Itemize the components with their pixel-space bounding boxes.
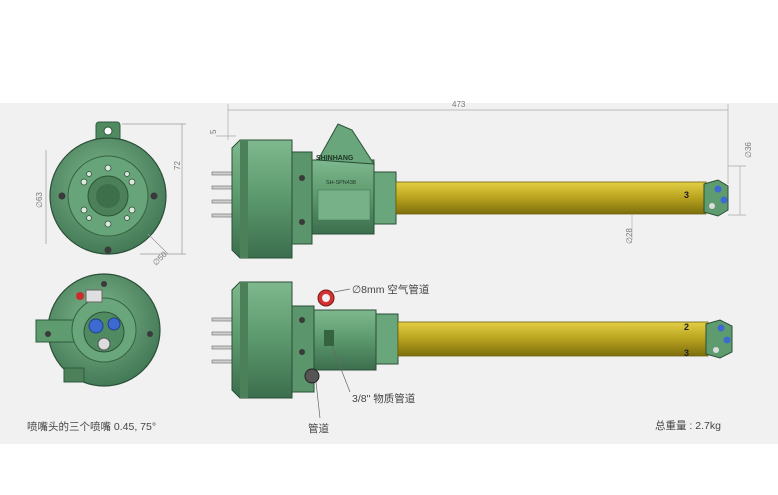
brand-text: SHINHANG	[316, 155, 354, 162]
overall-length-dim: 473	[452, 100, 466, 109]
bottom-bolt	[104, 246, 112, 254]
side-view-bottom: 2 3	[211, 281, 733, 419]
side-view-top: 473 5 ∅36 SHINHANG SH-SPN438 3 ∅28	[209, 100, 753, 259]
side-bolt-right	[150, 192, 158, 200]
housing-b	[313, 309, 377, 371]
front-collar-b	[375, 313, 399, 365]
tube-marker-top: 3	[684, 190, 689, 200]
mount-offset-dim: 5	[209, 129, 218, 134]
flange-diameter-dim: ∅63	[35, 192, 44, 208]
head-diameter-dim: ∅36	[744, 142, 753, 158]
total-weight: 总重量 : 2.7kg	[655, 420, 721, 432]
model-text: SH-SPN438	[326, 180, 356, 186]
center-bore	[96, 184, 120, 208]
spray-tube	[395, 181, 707, 215]
pipe-fitting	[304, 368, 320, 384]
rear-bolt-left	[45, 331, 51, 337]
lug-hole	[103, 126, 113, 136]
bolt-ring	[80, 164, 136, 228]
tube-marker-b2: 3	[684, 348, 689, 358]
nozzle-grey	[97, 337, 111, 351]
top-fin	[317, 123, 375, 165]
nozzles-note: 喷嘴头的三个喷嘴 0.45, 75°	[27, 421, 157, 433]
air-pipe-callout: ∅8mm 空气管道	[352, 284, 430, 296]
side-bolt-left	[58, 192, 66, 200]
front-view: ∅63 72 ∅50	[35, 121, 186, 267]
collar	[291, 151, 313, 245]
nozzle-head-bottom	[705, 319, 733, 359]
rear-bolt-top	[101, 281, 107, 287]
rear-block-band	[240, 140, 248, 258]
front-collar	[373, 171, 397, 225]
flange-height-dim: 72	[173, 161, 182, 170]
rear-view	[35, 273, 161, 387]
tube-diameter-dim: ∅28	[625, 228, 634, 244]
nozzle-blue-2	[107, 317, 121, 331]
rear-fitting	[63, 367, 85, 383]
rear-bolt-right	[147, 331, 153, 337]
tube-marker-b1: 2	[684, 322, 689, 332]
pipe-callout: 管道	[308, 423, 329, 435]
material-pipe-callout: 3/8" 物质管道	[352, 393, 416, 405]
air-port-red	[76, 292, 84, 300]
top-port	[85, 289, 103, 303]
spray-tube-b	[397, 321, 709, 357]
spec-plate	[317, 189, 371, 221]
material-inlet	[324, 330, 334, 346]
nozzle-blue-1	[88, 318, 104, 334]
